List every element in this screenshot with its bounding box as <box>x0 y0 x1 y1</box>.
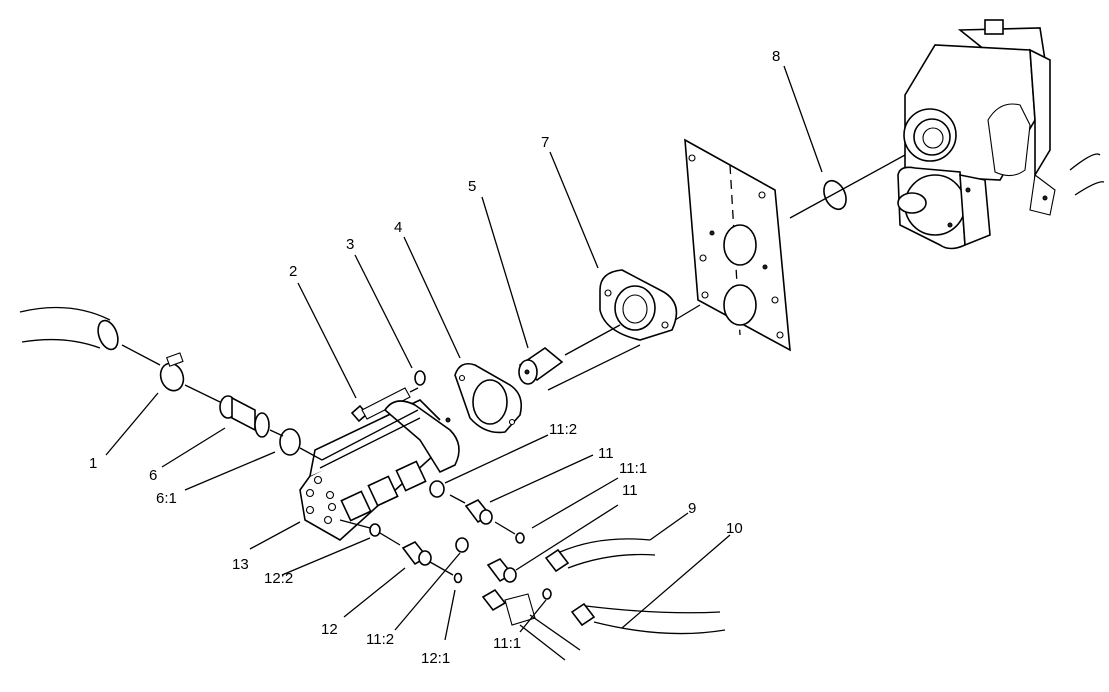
fitting-12 <box>401 540 432 566</box>
callout-6-1: 6:1 <box>156 490 177 507</box>
callout-5: 5 <box>468 178 476 195</box>
callout-12-1: 12:1 <box>421 650 450 667</box>
tube-10 <box>570 602 726 635</box>
fitting-11-upper <box>464 498 493 525</box>
mounting-plate <box>684 138 791 352</box>
engine-assembly <box>897 19 1105 250</box>
callout-9: 9 <box>688 500 696 517</box>
callout-1: 1 <box>89 455 97 472</box>
callout-12-2: 12:2 <box>264 570 293 587</box>
callout-2: 2 <box>289 263 297 280</box>
fitting-6 <box>219 395 270 438</box>
o-ring-11-1-lower <box>542 588 552 600</box>
bolt-2 <box>350 387 419 423</box>
o-ring-11-2-lower <box>455 537 469 553</box>
callout-labels: 1 2 3 4 5 6 6:1 7 8 9 10 11 11 11:2 11:2… <box>89 48 780 667</box>
callout-11-1-lower: 11:1 <box>493 635 521 652</box>
callout-7: 7 <box>541 134 549 151</box>
callout-4: 4 <box>394 219 402 236</box>
o-ring-12-1 <box>453 572 463 584</box>
tube-9 <box>544 538 656 573</box>
callout-11-lower: 11 <box>622 482 638 499</box>
pump-body-13 <box>299 399 460 541</box>
callout-3: 3 <box>346 236 354 253</box>
callout-11-upper: 11 <box>598 445 614 462</box>
o-ring-12-2 <box>369 523 381 537</box>
callout-8: 8 <box>772 48 780 65</box>
callout-11-1-upper: 11:1 <box>619 460 647 477</box>
fitting-11-lower <box>486 557 517 583</box>
leader-lines <box>105 65 823 641</box>
gasket-4 <box>454 362 523 434</box>
o-ring-8 <box>823 179 847 211</box>
hose-fitting-lower <box>481 588 581 661</box>
callout-6: 6 <box>149 467 157 484</box>
bearing-flange-7 <box>599 269 701 341</box>
o-ring-11-1-upper <box>515 532 525 544</box>
coupler-5 <box>518 324 641 391</box>
callout-12: 12 <box>321 621 338 638</box>
o-ring-11-2-upper <box>429 480 445 498</box>
callout-11-2-upper: 11:2 <box>549 421 577 438</box>
hose-1 <box>19 306 185 392</box>
o-ring-6-1 <box>279 428 301 456</box>
callout-13: 13 <box>232 556 249 573</box>
washer-3 <box>414 370 426 386</box>
callout-11-2-lower: 11:2 <box>366 631 394 648</box>
callout-10: 10 <box>726 520 743 537</box>
